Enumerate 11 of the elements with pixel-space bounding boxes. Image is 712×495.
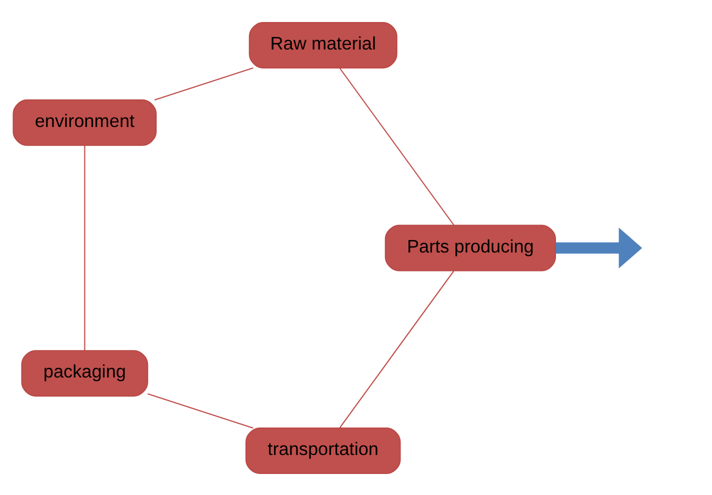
connector [154, 66, 254, 100]
node-box: Parts producing [384, 224, 556, 271]
node-box: transportation [245, 427, 401, 474]
connector [339, 270, 454, 428]
node-box: Raw material [248, 21, 398, 68]
node-box: environment [12, 98, 157, 146]
arrow [556, 227, 642, 268]
connector [339, 67, 454, 226]
connector [148, 392, 254, 428]
connector [84, 144, 86, 350]
node-box: packaging [21, 350, 148, 396]
